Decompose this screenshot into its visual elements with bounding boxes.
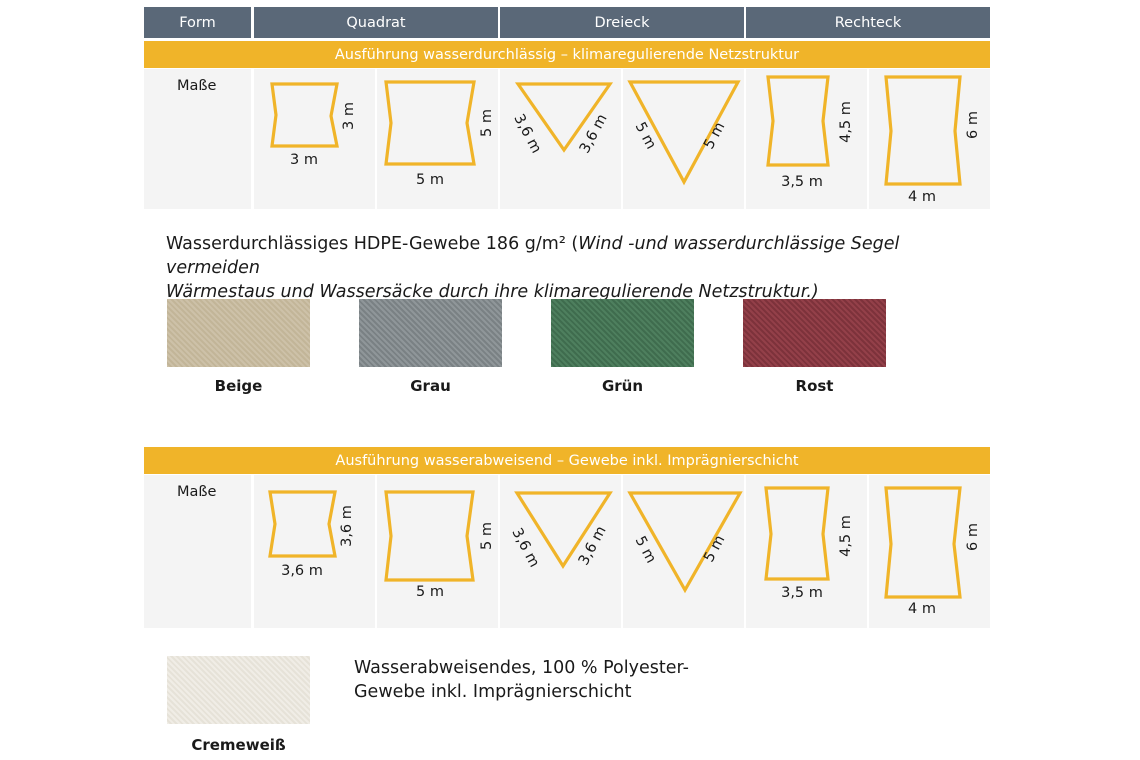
section2-q2-bottom-dim: 5 m (416, 583, 444, 600)
section2-masse-label: Maße (177, 484, 217, 500)
swatch-beige (167, 299, 310, 367)
header-quadrat-label: Quadrat (346, 14, 406, 31)
header-rechteck-label: Rechteck (834, 14, 902, 31)
section1-label-cell (144, 69, 251, 209)
swatch-grau (359, 299, 502, 367)
section1-description-line2: Wärmestaus und Wassersäcke durch ihre kl… (166, 282, 819, 302)
section2-r1-bottom-dim: 3,5 m (781, 584, 823, 601)
header-form-label: Form (179, 14, 216, 31)
header-rechteck: Rechteck (746, 7, 990, 38)
section1-r2-bottom-dim: 4 m (908, 188, 936, 205)
swatch-gruen (551, 299, 694, 367)
section1-description-normal: Wasserdurchlässiges HDPE-Gewebe 186 g/m²… (166, 234, 579, 254)
section1-band-label: Ausführung wasserdurchlässig – klimaregu… (334, 46, 800, 63)
swatch-rost-label: Rost (795, 377, 834, 395)
section2-description: Wasserabweisendes, 100 % Polyester- Gewe… (354, 656, 794, 704)
swatch-rost (743, 299, 886, 367)
section1-description-italic: Wind -und wasserdurchlässige Segel verme… (166, 234, 900, 278)
swatch-grau-label: Grau (410, 377, 451, 395)
swatch-gruen-label: Grün (601, 377, 644, 395)
section1-r1-bottom-dim: 3,5 m (781, 173, 823, 190)
section2-q2-side-dim: 5 m (478, 522, 495, 550)
section1-d1-cell (500, 69, 621, 209)
section1-q2-bottom-dim: 5 m (416, 171, 444, 188)
section1-q2-side-dim: 5 m (478, 109, 495, 137)
section2-q1-bottom-dim: 3,6 m (281, 562, 323, 579)
section1-q1-bottom-dim: 3 m (290, 151, 318, 168)
section2-description-line1: Wasserabweisendes, 100 % Polyester- (354, 658, 689, 678)
section1-q1-side-dim: 3 m (340, 102, 357, 130)
swatch-beige-label: Beige (214, 377, 263, 395)
swatch-cremeweiss (167, 656, 310, 724)
section2-band-label: Ausführung wasserabweisend – Gewebe inkl… (335, 452, 799, 469)
header-dreieck: Dreieck (500, 7, 744, 38)
swatch-cremeweiss-label: Cremeweiß (191, 736, 286, 754)
section2-r1-side-dim: 4,5 m (837, 515, 854, 557)
section2-band: Ausführung wasserabweisend – Gewebe inkl… (144, 447, 990, 474)
section2-label-cell (144, 475, 251, 628)
section1-description: Wasserdurchlässiges HDPE-Gewebe 186 g/m²… (166, 232, 986, 304)
section2-q1-side-dim: 3,6 m (338, 505, 355, 547)
section1-r1-side-dim: 4,5 m (837, 101, 854, 143)
header-form: Form (144, 7, 251, 38)
section1-masse-label: Maße (177, 78, 217, 94)
section2-r2-side-dim: 6 m (964, 523, 981, 551)
section1-q1-cell (254, 69, 375, 209)
header-quadrat: Quadrat (254, 7, 498, 38)
section1-band: Ausführung wasserdurchlässig – klimaregu… (144, 41, 990, 68)
section2-q2-cell (377, 475, 498, 628)
section2-q1-cell (254, 475, 375, 628)
section2-r2-bottom-dim: 4 m (908, 600, 936, 617)
section1-q2-cell (377, 69, 498, 209)
header-dreieck-label: Dreieck (594, 14, 650, 31)
section1-r2-side-dim: 6 m (964, 111, 981, 139)
section2-description-line2: Gewebe inkl. Imprägnierschicht (354, 682, 632, 702)
